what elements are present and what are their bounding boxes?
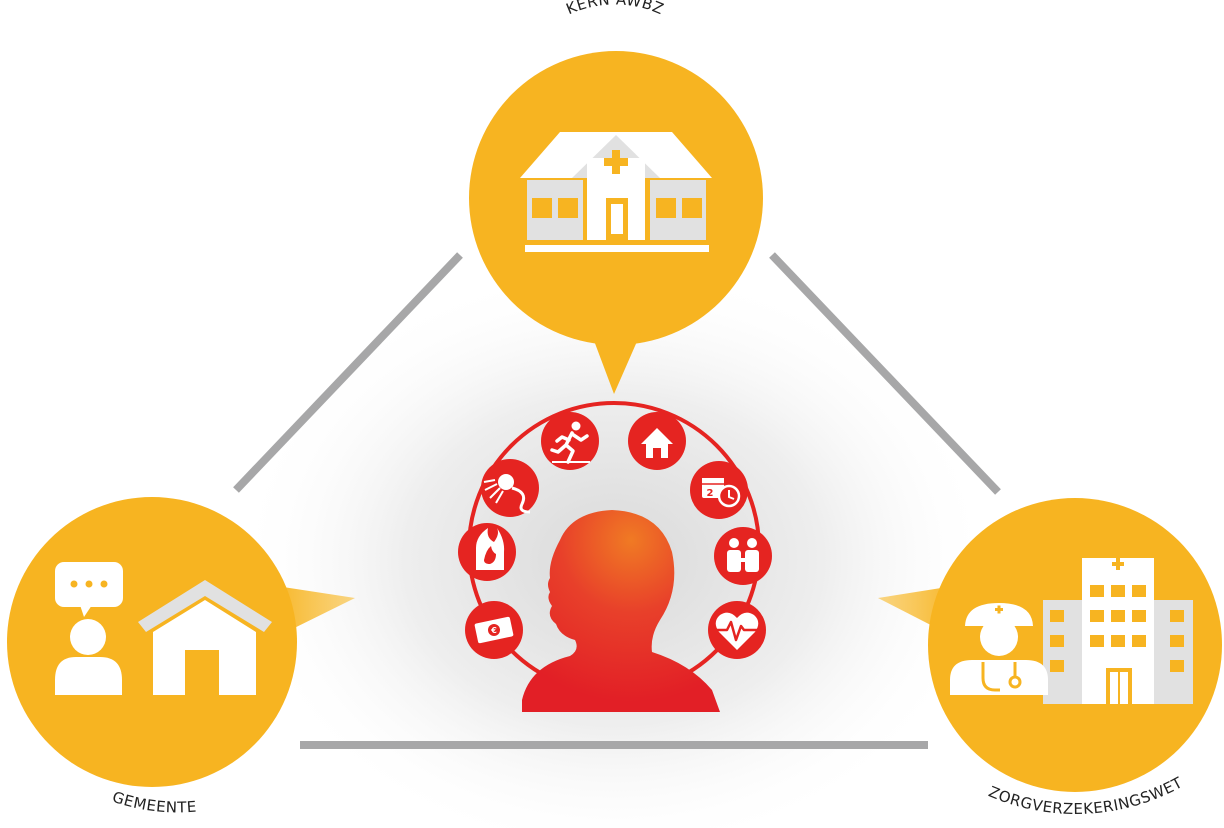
calendar-clock-icon: 2 xyxy=(690,461,748,519)
node-top-pointer xyxy=(590,330,642,394)
node-left xyxy=(7,497,355,787)
node-right xyxy=(878,498,1222,792)
node-top xyxy=(469,51,763,394)
running-icon xyxy=(541,412,599,470)
person-head-icon xyxy=(522,510,720,712)
connector-top-left xyxy=(233,252,463,493)
heart-pulse-icon xyxy=(708,601,766,659)
svg-text:€: € xyxy=(490,626,497,635)
label-left-text: GEMEENTE xyxy=(110,788,197,817)
doctor-hospital-icon xyxy=(950,558,1193,704)
connector-top-right xyxy=(769,252,1001,495)
shower-icon xyxy=(481,459,539,517)
label-top-text: KERN AWBZ xyxy=(564,0,666,18)
calendar-day: 2 xyxy=(707,488,714,499)
fire-icon xyxy=(458,523,516,581)
label-top: KERN AWBZ xyxy=(564,0,667,18)
label-left: GEMEENTE xyxy=(110,788,197,817)
money-icon: € xyxy=(465,601,523,659)
home-icon xyxy=(628,412,686,470)
person-chat-house-icon xyxy=(55,562,272,695)
family-icon xyxy=(714,527,772,585)
center-figure: € xyxy=(458,401,772,712)
connector-lines xyxy=(233,252,1001,749)
care-home-icon xyxy=(520,132,712,252)
